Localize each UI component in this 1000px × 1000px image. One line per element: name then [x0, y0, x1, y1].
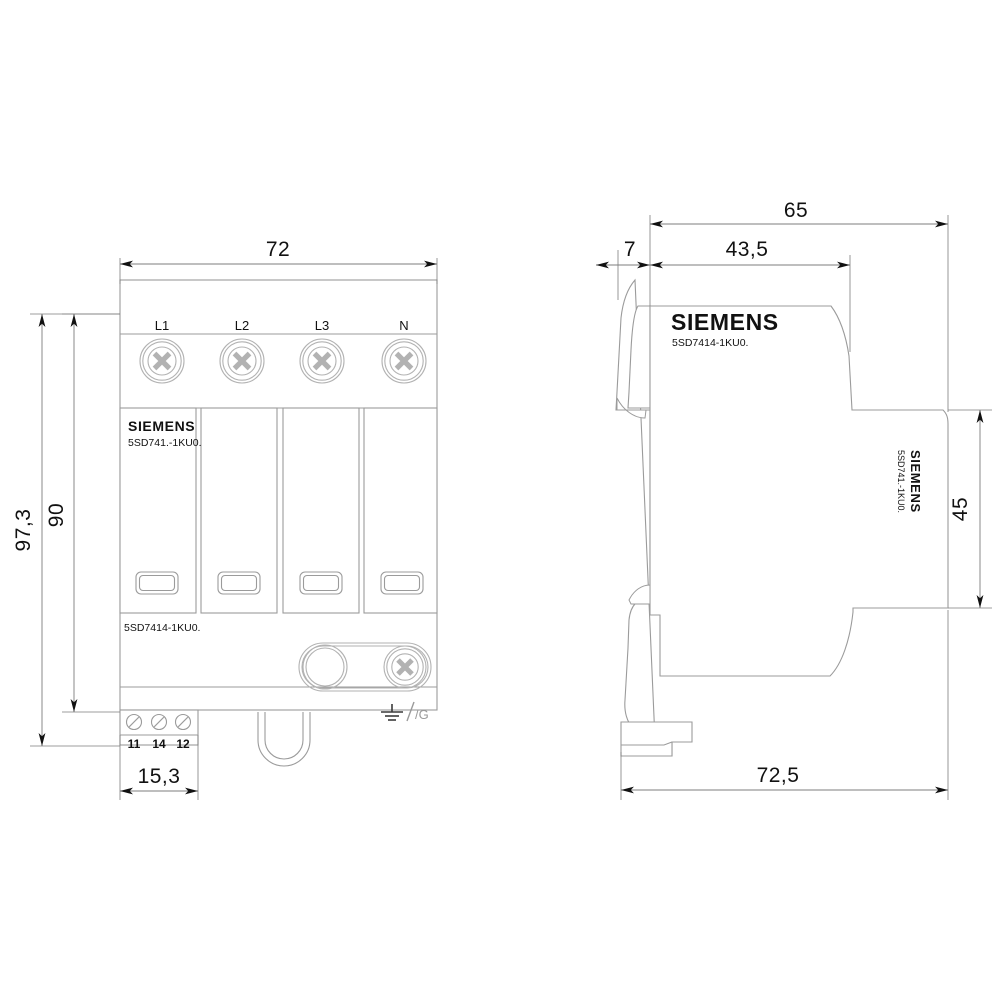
ground-slash-icon: [406, 701, 415, 722]
aux-screw-12[interactable]: [174, 713, 192, 731]
aux-label-12: 12: [176, 737, 190, 751]
dim-aux-width: 15,3: [119, 735, 199, 800]
front-view: L1 L2 L3 N: [12, 238, 438, 800]
side-latch-tab-top: [616, 397, 647, 419]
side-brand-vertical-group: SIEMENS 5SD741.-1KU0.: [896, 450, 923, 513]
front-remote-signal-block: [298, 642, 432, 692]
terminal-label-l2: L2: [235, 318, 249, 333]
terminal-screw-n[interactable]: [381, 338, 427, 384]
front-terminal-labels: L1 L2 L3 N: [155, 318, 409, 333]
side-housing-upper: [627, 305, 651, 409]
aux-contact-labels: 11 14 12: [128, 737, 190, 751]
ground-terminal-screw[interactable]: [383, 645, 427, 689]
dim-front-body-height-value: 90: [45, 503, 68, 527]
side-view: SIEMENS 5SD7414-1KU0. SIEMENS 5SD741.-1K…: [596, 199, 992, 800]
aux-contact-block: [119, 709, 199, 746]
dim-side-overall-depth: 65: [649, 199, 949, 412]
dim-side-base-depth: 72,5: [620, 610, 949, 800]
terminal-label-n: N: [399, 318, 408, 333]
module-n: [363, 407, 438, 614]
dim-side-overall-depth-value: 65: [784, 199, 808, 222]
terminal-screw-l1[interactable]: [139, 338, 185, 384]
dim-front-width: 72: [119, 238, 438, 284]
aux-label-11: 11: [128, 737, 141, 751]
ground-label: /G: [415, 707, 429, 722]
front-base-partno: 5SD7414-1KU0.: [124, 622, 200, 634]
aux-screw-11[interactable]: [125, 713, 143, 731]
terminal-label-l1: L1: [155, 318, 169, 333]
dim-side-body-depth: 43,5: [650, 238, 851, 352]
front-terminal-screws: [139, 338, 427, 384]
terminal-label-l3: L3: [315, 318, 329, 333]
dim-side-front-face-height-value: 45: [949, 497, 972, 521]
dim-front-width-value: 72: [266, 238, 290, 261]
front-modules: [119, 407, 438, 614]
din-rail-clip: [257, 712, 311, 767]
side-din-latch: [620, 721, 693, 757]
remote-signal-lens[interactable]: [302, 644, 348, 690]
aux-label-14: 14: [152, 737, 166, 751]
terminal-screw-l2[interactable]: [219, 338, 265, 384]
dim-side-body-depth-value: 43,5: [726, 238, 769, 261]
module-l1: [119, 407, 197, 614]
side-brand: SIEMENS: [671, 309, 779, 335]
module-l2: [200, 407, 278, 614]
aux-screw-14[interactable]: [150, 713, 168, 731]
dim-aux-width-value: 15,3: [138, 765, 181, 788]
status-window-l1: [135, 571, 179, 595]
side-partno-vertical: 5SD741.-1KU0.: [896, 450, 906, 513]
dim-side-front-face-height: 45: [948, 409, 992, 609]
module-l3: [282, 407, 360, 614]
side-latch-tab: [628, 584, 651, 605]
dim-side-front-offset: 7: [596, 238, 650, 300]
front-module-brand: SIEMENS: [128, 418, 195, 434]
status-window-l2: [217, 571, 261, 595]
front-module-partno: 5SD741.-1KU0.: [128, 437, 202, 449]
side-brand-vertical: SIEMENS: [908, 450, 923, 513]
aux-contact-screws: [125, 713, 192, 731]
ground-symbol-icon: [381, 704, 403, 721]
terminal-screw-l3[interactable]: [299, 338, 345, 384]
front-module-windows: [135, 571, 424, 595]
side-main-block: [649, 305, 949, 677]
dim-front-body-height: 90: [45, 313, 120, 713]
dim-front-total-height-value: 97,3: [12, 509, 35, 552]
dim-front-total-height: 97,3: [12, 313, 120, 747]
status-window-l3: [299, 571, 343, 595]
dim-side-front-offset-value: 7: [624, 238, 636, 261]
side-partno: 5SD7414-1KU0.: [672, 337, 748, 349]
dim-side-base-depth-value: 72,5: [757, 764, 800, 787]
status-window-n: [380, 571, 424, 595]
